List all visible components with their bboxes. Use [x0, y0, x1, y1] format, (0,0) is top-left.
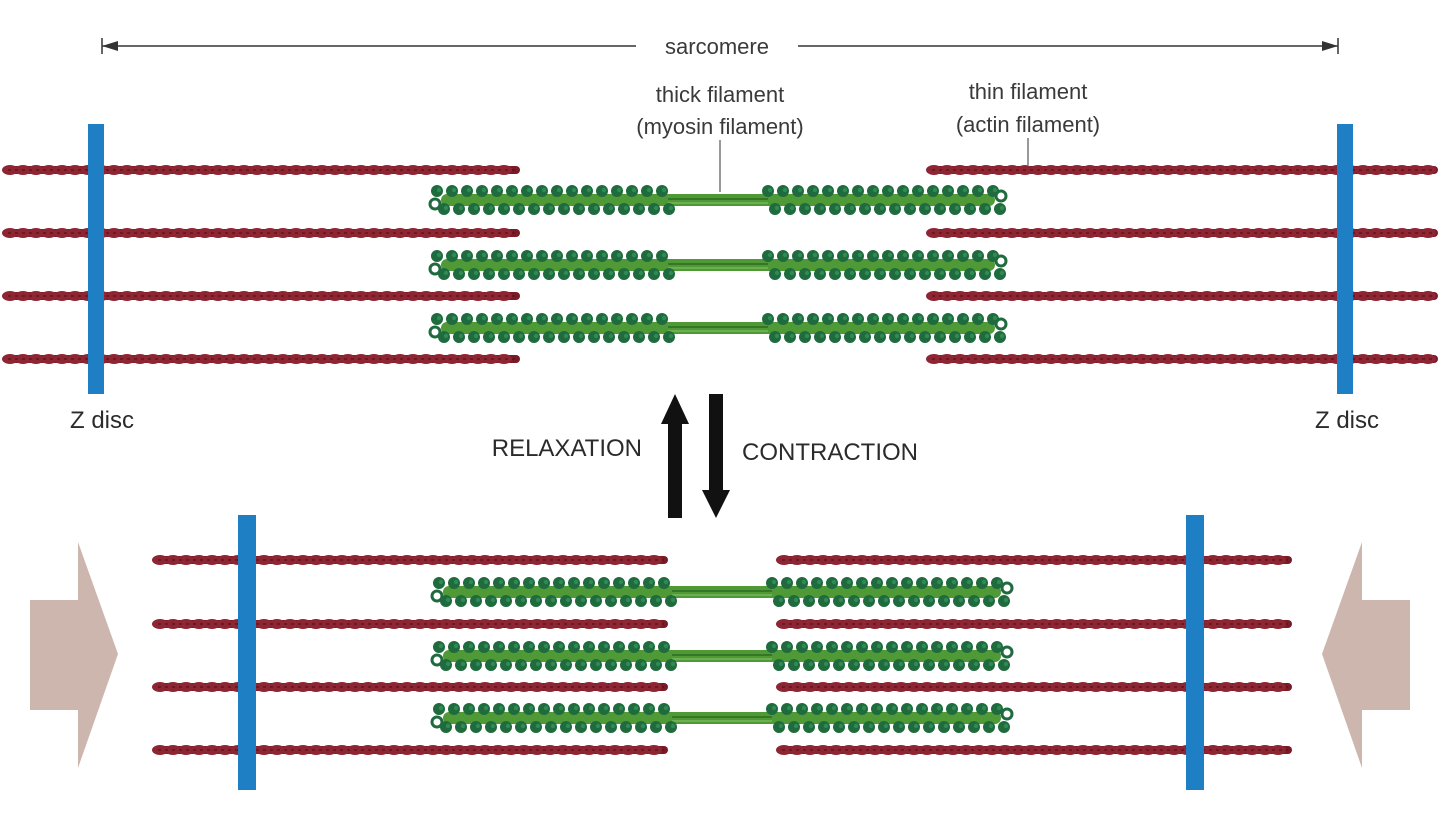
- actin-filament-right: [776, 682, 1292, 692]
- myosin-filament: [428, 185, 1008, 215]
- actin-filament-right: [926, 165, 1438, 175]
- thin-filament-label: thin filament: [969, 79, 1088, 104]
- actin-filament-right: [926, 228, 1438, 238]
- sarcomere-arrowhead-left: [102, 41, 118, 51]
- sarcomere-label: sarcomere: [665, 34, 769, 59]
- actin-filament-left: [2, 165, 520, 175]
- actin-filament-left: [152, 745, 668, 755]
- z-disc-right-relaxed: [1337, 124, 1353, 394]
- actin-filament-right: [776, 619, 1292, 629]
- actin-filament-right: [776, 745, 1292, 755]
- actin-filament-right: [926, 354, 1438, 364]
- actin-filament-left: [152, 555, 668, 565]
- contraction-label: CONTRACTION: [742, 439, 918, 466]
- arrow-right-icon: [30, 542, 118, 768]
- arrow-down-icon: [702, 394, 730, 518]
- actin-filament-left: [2, 291, 520, 301]
- sarcomere-arrowhead-right: [1322, 41, 1338, 51]
- actin-filament-left: [152, 619, 668, 629]
- relaxation-label: RELAXATION: [492, 435, 642, 462]
- actin-filament-left: [152, 682, 668, 692]
- myosin-filament-label: (myosin filament): [636, 114, 803, 139]
- thick-filament-label: thick filament: [656, 82, 784, 107]
- z-disc-right-label: Z disc: [1315, 407, 1379, 434]
- actin-filament-right: [926, 291, 1438, 301]
- relaxed-myosin-filaments: [428, 185, 1008, 343]
- relaxed-actin-filaments: [2, 165, 1438, 364]
- actin-filament-left: [2, 228, 520, 238]
- z-disc-left-label: Z disc: [70, 407, 134, 434]
- sarcomere-dimension: sarcomere: [101, 34, 1339, 59]
- myosin-filament: [430, 641, 1014, 671]
- myosin-filament: [428, 250, 1008, 280]
- actin-filament-right: [776, 555, 1292, 565]
- z-disc-left-relaxed: [88, 124, 104, 394]
- contracted-myosin-filaments: [430, 577, 1014, 733]
- arrow-up-icon: [661, 394, 689, 518]
- myosin-filament: [430, 703, 1014, 733]
- z-disc-left-contracted: [238, 515, 256, 790]
- actin-filament-left: [2, 354, 520, 364]
- arrow-left-icon: [1322, 542, 1410, 768]
- myosin-filament: [430, 577, 1014, 607]
- z-disc-right-contracted: [1186, 515, 1204, 790]
- actin-filament-label: (actin filament): [956, 112, 1100, 137]
- myosin-filament: [428, 313, 1008, 343]
